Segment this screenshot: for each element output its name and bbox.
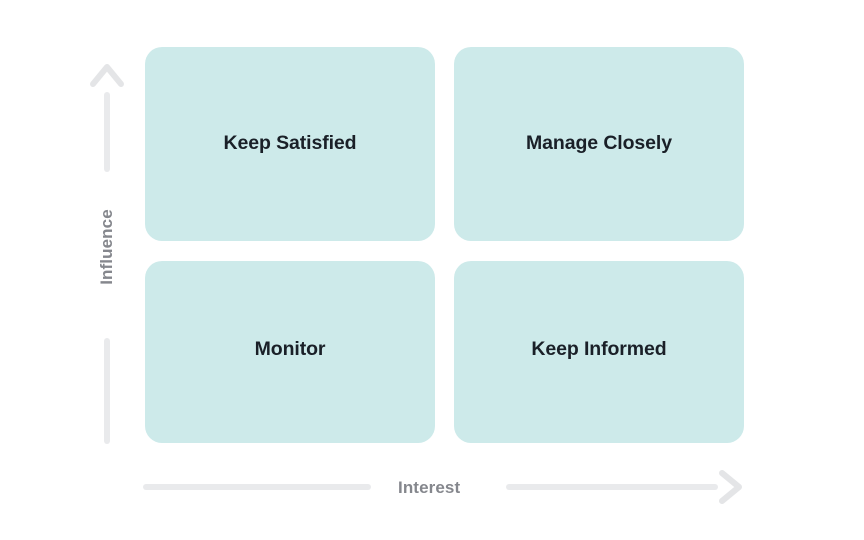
y-axis-line-top-segment: [104, 92, 110, 172]
x-axis-title: Interest: [398, 478, 461, 497]
quadrant-manage-closely[interactable]: Manage Closely: [454, 47, 744, 241]
quadrant-label-manage-closely: Manage Closely: [526, 132, 672, 155]
quadrant-grid: Keep Satisfied Manage Closely Monitor Ke…: [145, 47, 744, 443]
x-axis-line-right-segment: [506, 484, 718, 490]
quadrant-label-keep-satisfied: Keep Satisfied: [223, 132, 357, 155]
quadrant-keep-satisfied[interactable]: Keep Satisfied: [145, 47, 435, 241]
y-axis-line-bottom-segment: [104, 338, 110, 444]
quadrant-label-keep-informed: Keep Informed: [531, 338, 667, 361]
y-axis-title: Influence: [97, 209, 116, 285]
quadrant-monitor[interactable]: Monitor: [145, 261, 435, 443]
arrow-right-icon: [706, 464, 752, 510]
arrow-up-icon: [84, 54, 130, 100]
quadrant-keep-informed[interactable]: Keep Informed: [454, 261, 744, 443]
x-axis-line-left-segment: [143, 484, 371, 490]
quadrant-label-monitor: Monitor: [254, 338, 326, 361]
